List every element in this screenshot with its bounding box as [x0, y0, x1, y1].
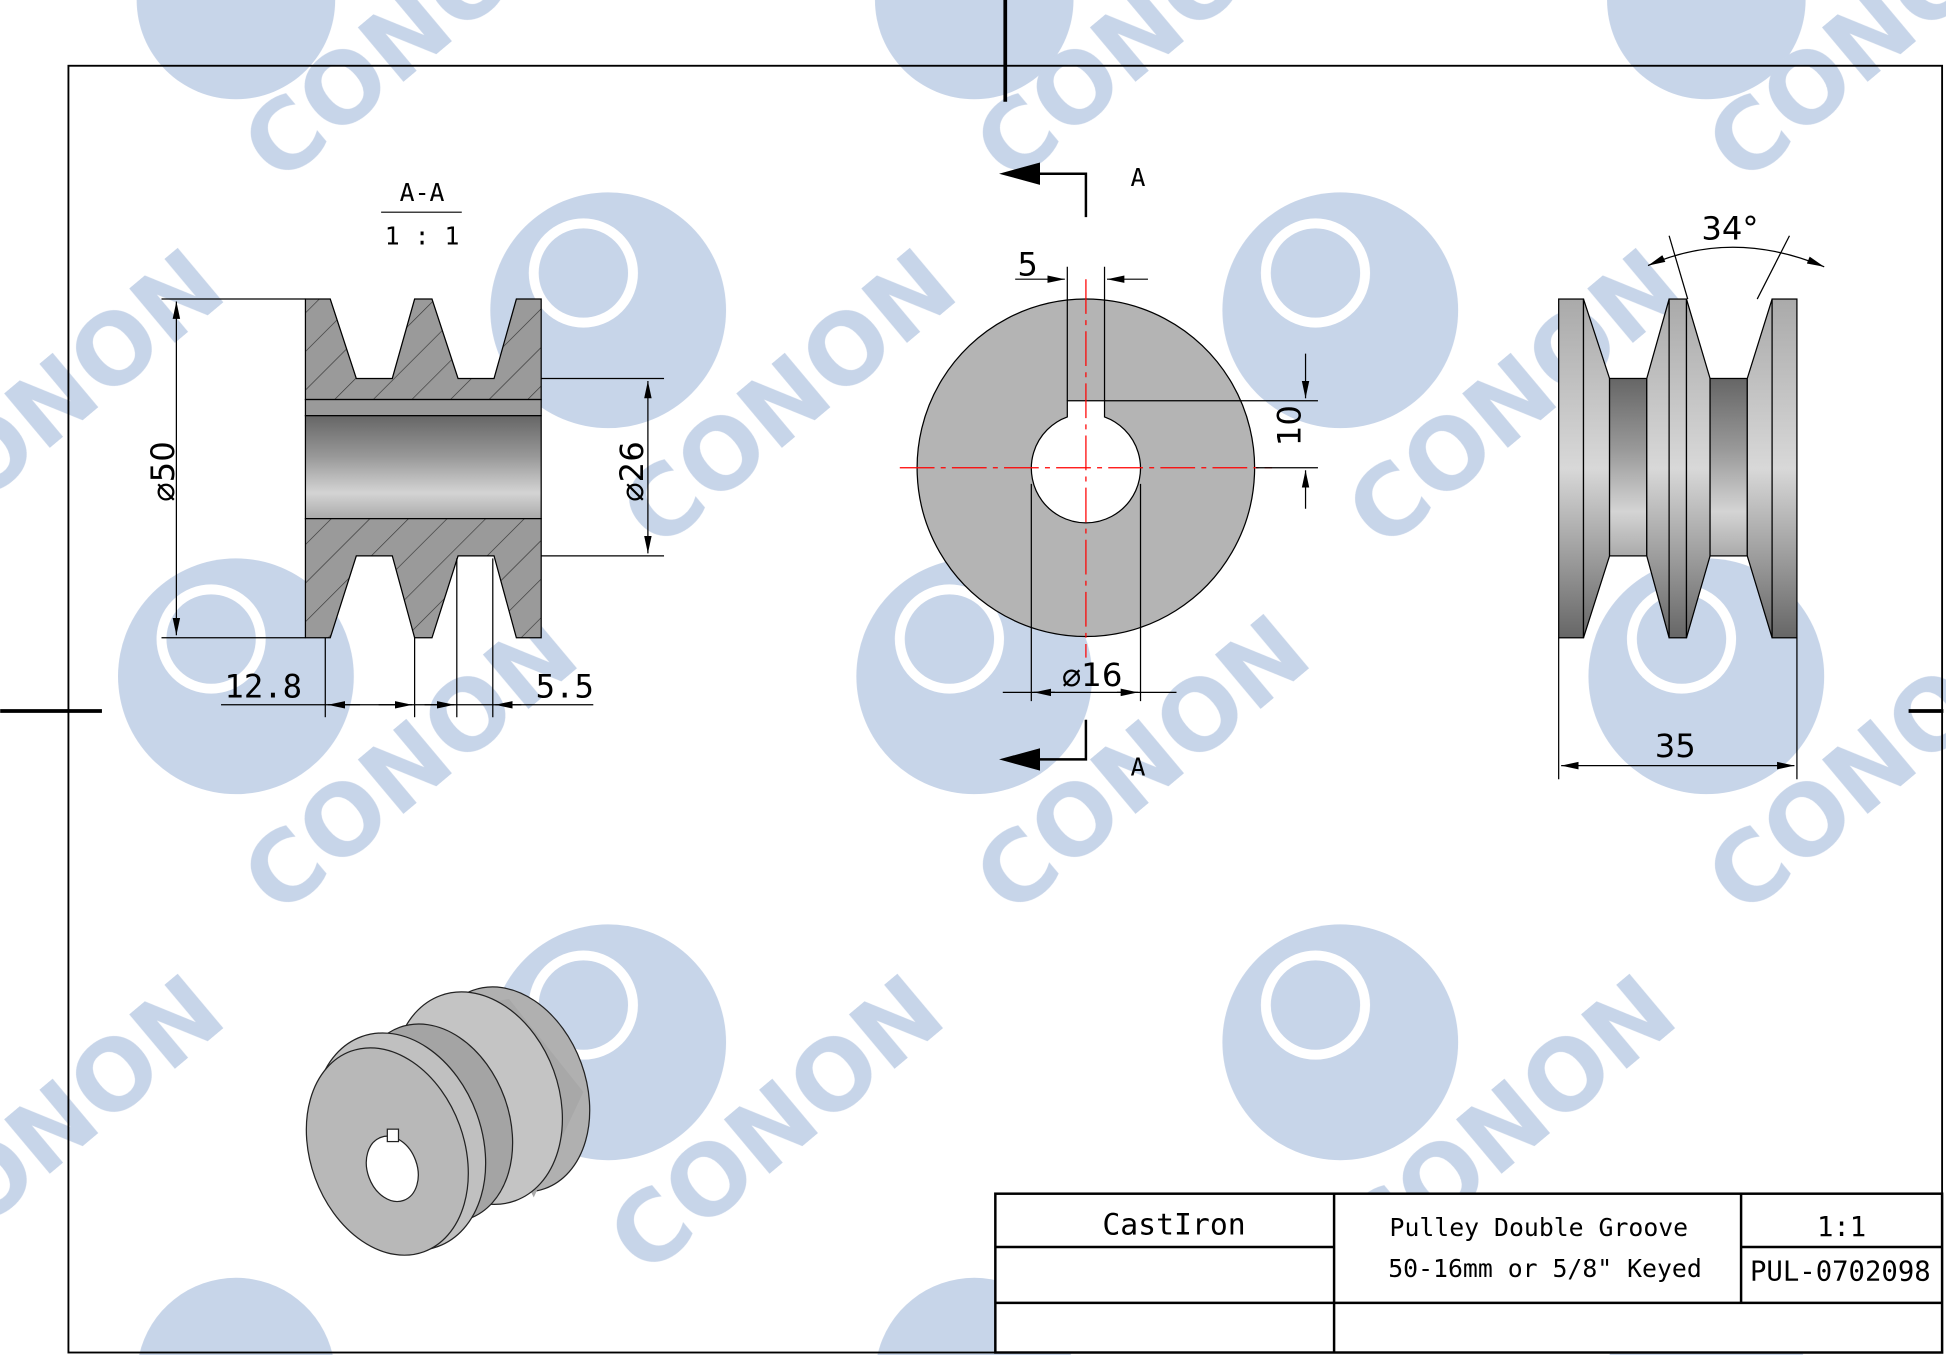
section-view: A-A 1 : 1 ⌀50 ⌀26 12.8 5.5 — [144, 178, 665, 718]
scale: 1:1 — [1817, 1212, 1866, 1243]
material: CastIron — [1102, 1208, 1245, 1243]
dim-groove-angle: 34° — [1701, 209, 1758, 247]
dim-groove-width: 5.5 — [536, 667, 594, 705]
section-bottom-half — [304, 518, 542, 639]
dim-offset: 12.8 — [224, 667, 302, 705]
section-label: A-A — [400, 178, 445, 207]
side-view: 34° 35 — [1558, 209, 1825, 780]
description-line1: Pulley Double Groove — [1390, 1213, 1689, 1242]
svg-text:CONON: CONON — [0, 954, 245, 1296]
bore-surface — [304, 415, 542, 520]
section-arrow-bottom: A — [999, 719, 1146, 782]
section-arrow-top: A — [999, 162, 1146, 218]
title-block: CastIron Pulley Double Groove 50-16mm or… — [994, 1192, 1944, 1354]
description-line2: 50-16mm or 5/8" Keyed — [1388, 1254, 1702, 1283]
front-view: A A 5 10 ⌀16 — [899, 162, 1318, 782]
dim-hub-diameter: ⌀26 — [613, 441, 651, 501]
svg-text:A: A — [1131, 753, 1146, 782]
dim-width: 35 — [1655, 727, 1696, 765]
pulley-face — [916, 298, 1256, 638]
svg-text:A: A — [1131, 163, 1146, 192]
part-number: PUL-0702098 — [1750, 1257, 1931, 1288]
section-scale: 1 : 1 — [385, 221, 460, 250]
dim-key-depth: 10 — [1271, 405, 1309, 446]
svg-text:CONON: CONON — [0, 228, 245, 570]
dim-bore-diameter: ⌀16 — [1062, 656, 1122, 694]
dim-outer-diameter: ⌀50 — [144, 441, 182, 501]
dim-key-width: 5 — [1017, 245, 1038, 283]
isometric-view — [305, 986, 591, 1256]
